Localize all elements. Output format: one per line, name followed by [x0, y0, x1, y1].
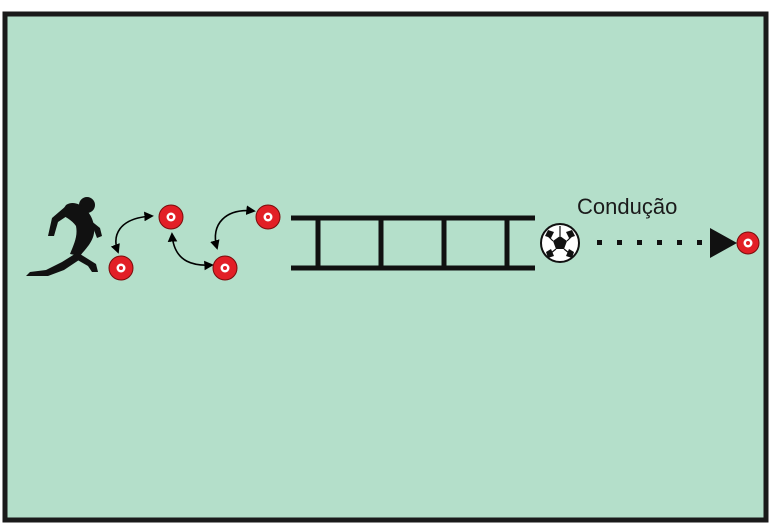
cone-icon — [108, 255, 134, 281]
soccer-ball-icon — [540, 223, 580, 263]
cone-icon — [212, 255, 238, 281]
path-arrows — [110, 205, 256, 271]
arrow-icon — [710, 228, 737, 258]
dribble-path-dots — [597, 240, 702, 245]
agility-ladder — [291, 215, 535, 271]
player-silhouette-icon — [26, 197, 102, 276]
cone-icon — [736, 231, 760, 255]
cone-icon — [255, 204, 281, 230]
dribble-label: Condução — [577, 194, 677, 219]
cone-icon — [158, 204, 184, 230]
